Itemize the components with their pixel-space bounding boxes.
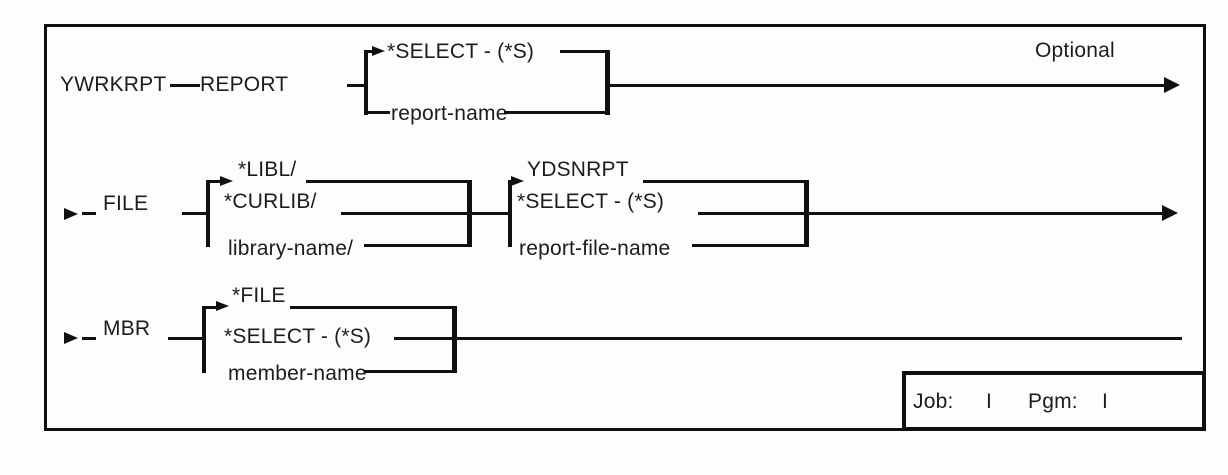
library-default-value: *LIBL/ xyxy=(238,158,297,181)
flow-arrow-icon xyxy=(1162,205,1178,221)
rail-line xyxy=(560,50,608,53)
diagram-frame xyxy=(44,24,1206,431)
report-file-name-value: report-file-name xyxy=(519,237,671,260)
rail-line xyxy=(170,84,200,87)
report-default-value: *SELECT - (*S) xyxy=(387,40,535,63)
rail-line xyxy=(182,212,208,215)
default-arrow-icon xyxy=(372,46,385,56)
optional-indicator: Optional xyxy=(1035,39,1115,62)
rail-line xyxy=(206,180,220,183)
file-keyword: FILE xyxy=(103,192,149,215)
rail-line xyxy=(809,212,1164,215)
bracket-open xyxy=(364,50,368,115)
rail-line xyxy=(366,111,390,114)
rail-line xyxy=(364,50,374,53)
row-continuation-arrow-icon xyxy=(64,332,78,344)
bracket-close xyxy=(605,50,610,115)
job-label: Job: xyxy=(913,390,954,413)
default-arrow-icon xyxy=(216,301,229,311)
default-arrow-icon xyxy=(511,176,524,186)
library-curlib-value: *CURLIB/ xyxy=(224,190,317,213)
library-name-value: library-name/ xyxy=(228,237,354,260)
bracket-open xyxy=(202,306,206,373)
rail-line xyxy=(643,180,809,183)
rail-line xyxy=(168,337,202,340)
rail-line xyxy=(457,337,1182,340)
bracket-close xyxy=(804,180,809,247)
rail-line xyxy=(290,306,453,309)
rail-line xyxy=(698,212,809,215)
rail-line xyxy=(341,212,508,215)
job-value: I xyxy=(986,390,993,413)
mbr-file-value: *FILE xyxy=(232,284,286,307)
row-continuation-arrow-icon xyxy=(64,208,78,220)
command-name: YWRKRPT xyxy=(60,73,167,96)
report-keyword: REPORT xyxy=(200,73,289,96)
bracket-open xyxy=(508,180,512,247)
rail-line xyxy=(306,180,470,183)
report-alternate-value: report-name xyxy=(391,102,508,125)
environment-box xyxy=(902,371,1206,431)
default-arrow-icon xyxy=(220,176,233,186)
pgm-label: Pgm: xyxy=(1028,390,1078,413)
rail-line xyxy=(610,84,1166,87)
pgm-value: I xyxy=(1102,390,1109,413)
rail-line xyxy=(82,337,96,340)
rail-line xyxy=(364,370,453,373)
rail-line xyxy=(347,84,366,87)
rail-line xyxy=(692,244,809,247)
file-default-value: YDSNRPT xyxy=(527,158,629,181)
rail-line xyxy=(504,111,607,114)
rail-line xyxy=(394,337,453,340)
file-select-value: *SELECT - (*S) xyxy=(517,190,665,213)
bracket-close xyxy=(452,306,457,373)
flow-arrow-icon xyxy=(1164,77,1180,93)
bracket-close xyxy=(467,180,472,247)
mbr-select-value: *SELECT - (*S) xyxy=(224,325,372,348)
rail-line xyxy=(82,212,96,215)
member-name-value: member-name xyxy=(228,362,367,385)
rail-line xyxy=(202,306,216,309)
bracket-open xyxy=(206,180,210,247)
mbr-keyword: MBR xyxy=(103,317,151,340)
rail-line xyxy=(364,244,470,247)
